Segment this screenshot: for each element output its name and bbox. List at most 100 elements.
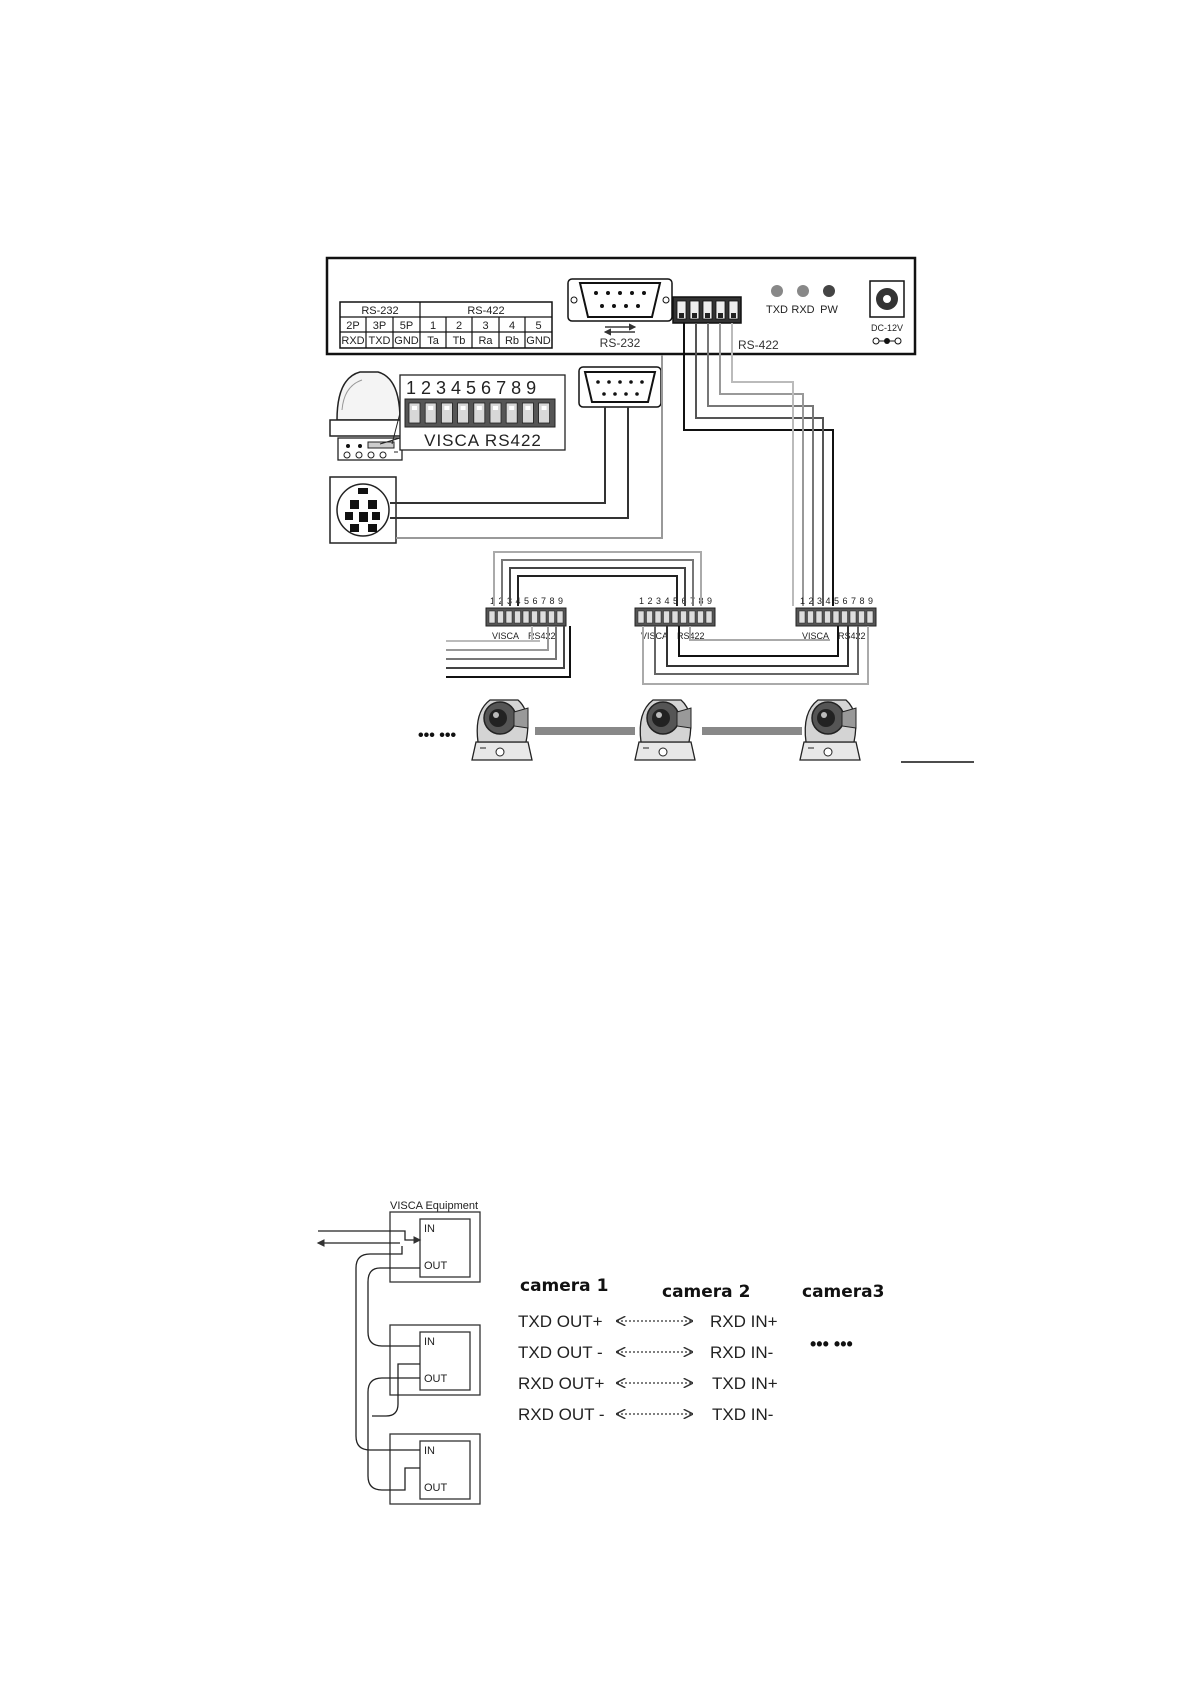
loop-title: VISCA Equipment <box>390 1200 478 1212</box>
pair-left-signal: TXD OUT+ <box>518 1312 603 1331</box>
in-label: IN <box>424 1336 435 1348</box>
power-label: DC-12V <box>871 323 903 333</box>
pair-left-signal: RXD OUT+ <box>518 1374 605 1393</box>
terminal-slot <box>807 610 814 624</box>
terminal-slot <box>689 300 700 320</box>
link-bar-2 <box>702 727 802 735</box>
terminal-slot <box>676 300 687 320</box>
pair-right-signal: TXD IN+ <box>712 1374 778 1393</box>
terminal-screw <box>412 406 417 410</box>
ptz-cameras <box>471 699 861 761</box>
chain-pin-numbers: 1 2 3 4 5 6 7 8 9 <box>639 596 713 606</box>
chain-label-left: VISCA <box>492 631 519 641</box>
terminal-slot <box>728 300 739 320</box>
signal-pair-row: TXD OUT - RXD IN- <box>518 1343 773 1362</box>
terminal-screw <box>493 406 498 410</box>
terminal-slot <box>505 402 518 424</box>
pin-number-cell: 3P <box>373 320 386 332</box>
mini-din-connector <box>329 476 397 544</box>
terminal-slot <box>539 610 547 624</box>
chain-terminals: 1 2 3 4 5 6 7 8 9 VISCA RS422 1 2 3 4 5 6 … <box>485 596 877 641</box>
terminal-slot <box>556 610 564 624</box>
chain-label-right: RS422 <box>838 631 866 641</box>
pin-signal-cell: RXD <box>341 335 364 347</box>
chain-wires-bottom <box>642 626 869 685</box>
terminal-screw <box>476 406 482 410</box>
rs232-cable <box>390 355 663 539</box>
terminal-slot <box>663 610 670 624</box>
pair-right-signal: RXD IN- <box>710 1343 773 1362</box>
chain-label-right: RS422 <box>528 631 556 641</box>
terminal-slot <box>497 610 504 624</box>
signal-pair-row: RXD OUT - TXD IN- <box>518 1405 773 1424</box>
terminal-screw <box>705 313 710 318</box>
out-label: OUT <box>424 1260 448 1272</box>
terminal-slot <box>408 402 421 424</box>
signal-mapping: camera 1 camera 2 camera3 TXD OUT+RXD IN… <box>518 1276 884 1424</box>
terminal-slot <box>849 610 857 624</box>
terminal-screw <box>718 313 723 318</box>
chain-pin-numbers: 1 2 3 4 5 6 7 8 9 <box>800 596 874 606</box>
camera2-label: camera 2 <box>662 1282 750 1302</box>
terminal-slot <box>705 610 713 624</box>
signal-pair-row: RXD OUT+ TXD IN+ <box>518 1374 778 1393</box>
terminal-slot <box>637 610 645 624</box>
terminal-slot <box>473 402 486 424</box>
terminal-screw <box>692 313 697 318</box>
pin-number-cell: 2 <box>456 320 462 332</box>
link-bar-1 <box>535 727 635 735</box>
terminal-slot <box>715 300 726 320</box>
pair-left-signal: RXD OUT - <box>518 1405 605 1424</box>
terminal-screw <box>525 406 531 410</box>
rs232-header: RS-232 <box>361 305 398 317</box>
pin-signal-cell: GND <box>526 335 551 347</box>
terminal-slot <box>815 610 823 624</box>
pin-number-cell: 5P <box>400 320 413 332</box>
terminal-slot <box>841 610 848 624</box>
terminal-slot <box>424 402 437 424</box>
pair-left-signal: TXD OUT - <box>518 1343 603 1362</box>
terminal-pin-numbers: 1 2 3 4 5 6 7 8 9 <box>406 378 536 398</box>
terminal-slot <box>646 610 653 624</box>
pin-number-cell: 1 <box>430 320 436 332</box>
terminal-slot <box>702 300 713 320</box>
chain-wires-top <box>493 551 702 606</box>
chain-wires-left <box>446 626 571 678</box>
terminal-slot <box>440 402 453 424</box>
power-jack: DC-12V <box>869 280 905 345</box>
terminal-slot <box>505 610 513 624</box>
terminal-label: VISCA RS422 <box>424 431 542 450</box>
chain-pin-numbers: 1 2 3 4 5 6 7 8 9 <box>490 596 564 606</box>
terminal-slot <box>457 402 470 424</box>
terminal-screw <box>509 406 515 410</box>
rs422-header: RS-422 <box>467 305 504 317</box>
ptz-camera-icon <box>799 699 861 761</box>
camera-icon <box>329 371 409 461</box>
terminal-screw <box>731 313 736 318</box>
terminal-slot <box>798 610 806 624</box>
terminal-slot <box>832 610 840 624</box>
terminal-screw <box>460 406 466 410</box>
terminal-slot <box>680 610 687 624</box>
db9-label: RS-232 <box>600 336 641 350</box>
chain-label-left: VISCA <box>802 631 829 641</box>
pair-right-signal: TXD IN- <box>712 1405 773 1424</box>
terminal-slot <box>697 610 704 624</box>
ptz-camera-icon <box>471 699 533 761</box>
terminal-slot <box>522 610 530 624</box>
pair-right-signal: RXD IN+ <box>710 1312 778 1331</box>
pin-number-cell: 3 <box>482 320 488 332</box>
pin-number-cell: 2P <box>346 320 359 332</box>
db9-plug <box>578 366 662 408</box>
chain-terminal-3: 1 2 3 4 5 6 7 8 9 VISCA RS422 <box>795 596 877 641</box>
terminal-screw <box>679 313 684 318</box>
terminal-slot <box>488 610 496 624</box>
